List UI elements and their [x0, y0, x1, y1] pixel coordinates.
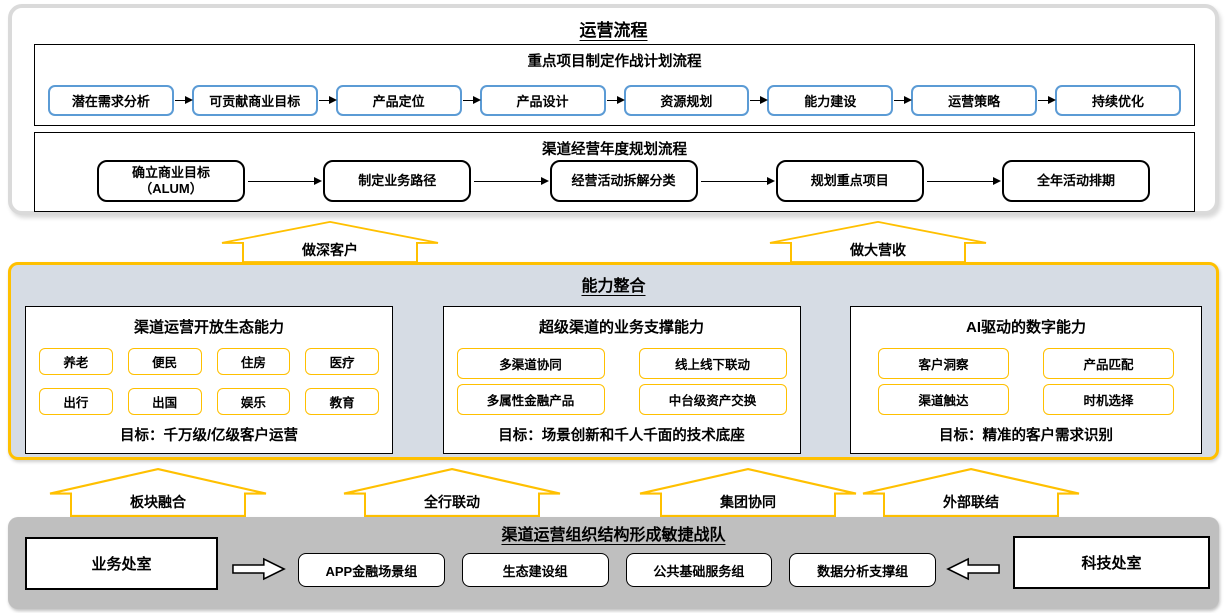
annual-planning-flow-row: 确立商业目标 （ALUM） 制定业务路径 经营活动拆解分类 规划重点项目 全年活…: [97, 160, 1150, 202]
panel-super-channel: 超级渠道的业务支撑能力 多渠道协同 线上线下联动 多属性金融产品 中台级资产交换…: [442, 306, 801, 454]
capability-chip: 医疗: [305, 348, 379, 375]
flow1-step: 潜在需求分析: [48, 85, 174, 116]
arrow-right-icon: [606, 96, 625, 104]
capability-chip: 中台级资产交换: [638, 384, 787, 415]
capability-integration-section: 能力整合 渠道运营开放生态能力 养老 便民 住房 医疗 出行 出国 娱乐 教育 …: [8, 262, 1219, 460]
operations-process-title: 运营流程: [579, 21, 648, 40]
panel-ai-digital: AI驱动的数字能力 客户洞察 产品匹配 渠道触达 时机选择 目标：精准的客户需求…: [850, 306, 1202, 454]
capability-chip: 多属性金融产品: [456, 384, 605, 415]
capability-chip: 客户洞察: [878, 348, 1009, 379]
agile-teams-row: APP金融场景组 生态建设组 公共基础服务组 数据分析支撑组: [298, 553, 936, 587]
flow2-step: 确立商业目标 （ALUM）: [97, 160, 245, 202]
up-arrow-icon: [862, 468, 1080, 517]
up-arrow-shape-sector-fusion: 板块融合: [48, 468, 268, 517]
flow1-step: 产品定位: [335, 85, 462, 116]
panel-goal: 目标：千万级/亿级客户运营: [119, 428, 299, 444]
panel-open-ecosystem: 渠道运营开放生态能力 养老 便民 住房 医疗 出行 出国 娱乐 教育 目标：千万…: [25, 306, 393, 454]
flow1-step: 持续优化: [1055, 85, 1181, 116]
capability-chip: 产品匹配: [1043, 348, 1174, 379]
up-arrow-shape-group-synergy: 集团协同: [638, 468, 858, 517]
arrow-right-icon: [700, 176, 776, 185]
connector-label: 板块融合: [130, 494, 186, 511]
flow1-step: 产品设计: [479, 85, 606, 116]
flow1-step: 能力建设: [767, 85, 894, 116]
capability-chip: 住房: [216, 348, 291, 375]
arrow-right-icon: [474, 176, 549, 185]
connector-label: 做大营收: [850, 242, 906, 259]
organization-title: 渠道运营组织结构形成敏捷战队: [501, 527, 726, 544]
up-arrow-shape-external-connection: 外部联结: [861, 468, 1081, 517]
team-chip: APP金融场景组: [298, 553, 445, 587]
arrow-right-icon: [894, 96, 913, 104]
panel-goal: 目标：场景创新和千人千面的技术底座: [498, 428, 745, 444]
arrow-right-icon: [318, 96, 337, 104]
chip-grid: 多渠道协同 线上线下联动 多属性金融产品 中台级资产交换: [456, 348, 787, 415]
capability-chip: 多渠道协同: [456, 348, 605, 379]
arrow-right-icon: [750, 96, 769, 104]
flow1-step: 可贡献商业目标: [191, 85, 318, 116]
key-project-flow-container: 重点项目制定作战计划流程 潜在需求分析 可贡献商业目标 产品定位 产品设计 资源…: [34, 44, 1195, 126]
connector-label: 外部联结: [943, 494, 999, 511]
arrow-right-icon: [462, 96, 481, 104]
connector-label: 全行联动: [424, 494, 480, 511]
annual-planning-flow-title: 渠道经营年度规划流程: [542, 142, 687, 158]
team-chip: 数据分析支撑组: [789, 553, 936, 587]
team-chip: 公共基础服务组: [625, 553, 773, 587]
connector-label: 做深客户: [302, 242, 358, 259]
capability-chip: 出国: [127, 388, 202, 415]
capability-chip: 养老: [39, 348, 113, 375]
business-office-box: 业务处室: [25, 537, 218, 590]
team-chip: 生态建设组: [461, 553, 609, 587]
up-arrow-icon: [49, 468, 267, 517]
key-project-flow-title: 重点项目制定作战计划流程: [527, 54, 702, 70]
capability-chip: 时机选择: [1043, 384, 1174, 415]
flow2-step: 全年活动排期: [1002, 160, 1150, 202]
capability-chip: 便民: [127, 348, 202, 375]
flow2-step: 规划重点项目: [775, 160, 924, 202]
capability-panels-row: 渠道运营开放生态能力 养老 便民 住房 医疗 出行 出国 娱乐 教育 目标：千万…: [25, 306, 1202, 454]
block-arrow-left-icon: [946, 557, 1000, 581]
chip-grid: 客户洞察 产品匹配 渠道触达 时机选择: [864, 348, 1188, 415]
up-arrow-shape-grow-revenue: 做大营收: [768, 221, 988, 263]
connector-label: 集团协同: [720, 494, 776, 511]
arrow-right-icon: [174, 96, 193, 104]
panel-goal: 目标：精准的客户需求识别: [939, 428, 1113, 444]
capability-integration-title: 能力整合: [581, 278, 646, 295]
annual-planning-flow-container: 渠道经营年度规划流程 确立商业目标 （ALUM） 制定业务路径 经营活动拆解分类…: [34, 132, 1195, 212]
capability-chip: 教育: [305, 388, 379, 415]
flow2-step: 经营活动拆解分类: [549, 160, 698, 202]
panel-title: 渠道运营开放生态能力: [133, 319, 284, 336]
organization-section: 渠道运营组织结构形成敏捷战队 业务处室 APP金融场景组 生态建设组 公共基础服…: [8, 517, 1219, 609]
panel-title: AI驱动的数字能力: [965, 319, 1086, 336]
capability-chip: 出行: [39, 388, 113, 415]
chip-grid: 养老 便民 住房 医疗 出行 出国 娱乐 教育: [39, 348, 379, 415]
arrow-right-icon: [926, 176, 1002, 185]
technology-office-box: 科技处室: [1013, 536, 1210, 589]
up-arrow-shape-bankwide-linkage: 全行联动: [342, 468, 562, 517]
flow1-step: 资源规划: [623, 85, 750, 116]
up-arrow-icon: [343, 468, 561, 517]
flow1-step: 运营策略: [911, 85, 1038, 116]
capability-chip: 渠道触达: [878, 384, 1009, 415]
capability-chip: 娱乐: [216, 388, 291, 415]
up-arrow-icon: [639, 468, 857, 517]
panel-title: 超级渠道的业务支撑能力: [538, 319, 704, 336]
operations-process-section: 运营流程 重点项目制定作战计划流程 潜在需求分析 可贡献商业目标 产品定位 产品…: [8, 4, 1219, 215]
arrow-right-icon: [248, 176, 323, 185]
key-project-flow-row: 潜在需求分析 可贡献商业目标 产品定位 产品设计 资源规划 能力建设 运营策略 …: [48, 85, 1181, 116]
flow2-step: 制定业务路径: [323, 160, 472, 202]
up-arrow-shape-deepen-customers: 做深客户: [220, 221, 440, 263]
arrow-right-icon: [1038, 96, 1057, 104]
block-arrow-right-icon: [232, 557, 286, 581]
capability-chip: 线上线下联动: [638, 348, 787, 379]
